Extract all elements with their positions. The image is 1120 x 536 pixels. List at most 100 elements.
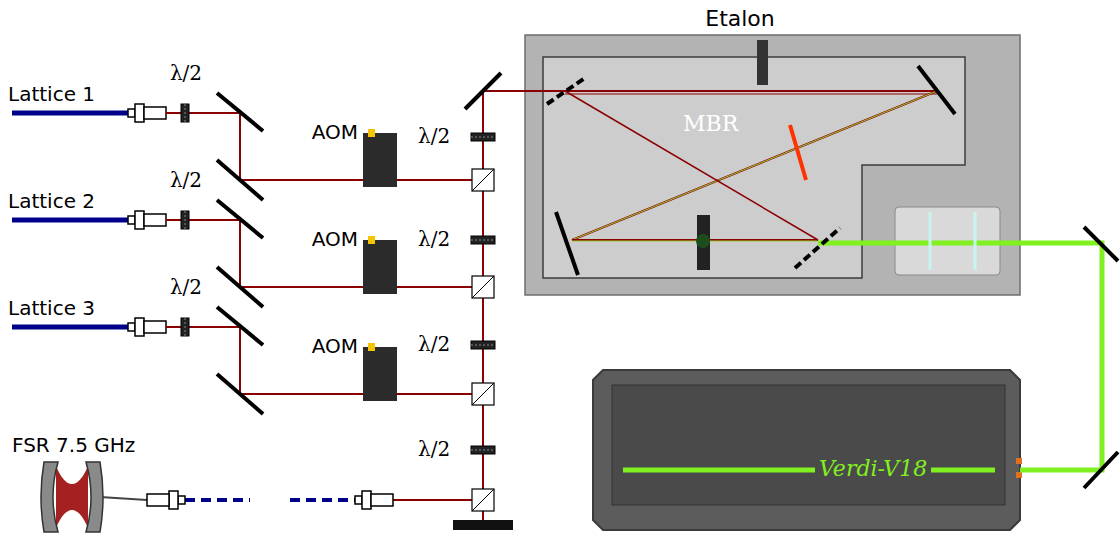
half-wave-plate-hatch <box>185 211 186 229</box>
text-holder: Verdi-V18 <box>815 456 931 481</box>
beam-splitter-diagonal <box>472 169 494 191</box>
rf-connector <box>368 129 375 137</box>
laser-beam <box>239 220 241 287</box>
laser-beam-connector <box>1020 243 1102 470</box>
waveplate-label: λ/2 <box>418 333 450 356</box>
pump-beam <box>818 241 1020 246</box>
label-holder: Lattice 2 <box>8 190 95 213</box>
pump-laser-box: Verdi-V18 <box>593 370 1020 530</box>
half-wave-plate <box>471 236 495 244</box>
node-label: AOM <box>312 228 358 251</box>
cavity-plate <box>543 57 965 278</box>
rf-connector <box>368 236 375 244</box>
half-wave-plate <box>471 133 495 141</box>
half-wave-plate-hatch <box>471 137 495 138</box>
output-port <box>1016 458 1022 464</box>
aom-box: AOM <box>363 133 397 187</box>
optical-fiber <box>12 325 128 330</box>
aom-body <box>363 347 397 401</box>
waveplate-housing <box>895 207 1000 275</box>
node-label: AOM <box>312 121 358 144</box>
label-holder: Lattice 3 <box>8 297 95 320</box>
fiber-collimator <box>147 494 169 506</box>
laser-beam <box>239 327 241 394</box>
fiber-collimator <box>169 491 178 509</box>
laser-beam <box>525 90 565 92</box>
polarizing-beam-splitter <box>472 169 494 191</box>
fiber-collimator <box>128 323 135 331</box>
etalon <box>757 40 768 85</box>
aom-body <box>363 240 397 294</box>
label-holder: λ/2 <box>418 125 450 148</box>
laser-beam-connector <box>397 91 525 394</box>
half-wave-plate <box>181 211 189 229</box>
mirror <box>217 93 263 131</box>
mirror <box>1084 227 1118 261</box>
waveplate-label: λ/2 <box>418 125 450 148</box>
crystal <box>696 234 710 248</box>
fiber-collimator <box>144 321 166 333</box>
fiber-collimator <box>355 496 362 504</box>
fiber-collimator <box>128 109 135 117</box>
label-holder: Lattice 1 <box>8 83 95 106</box>
mirror <box>217 200 263 238</box>
waveplate-label: λ/2 <box>418 438 450 461</box>
fiber-collimator <box>128 216 135 224</box>
label-holder: FSR 7.5 GHz <box>12 434 135 457</box>
waveplate-label: λ/2 <box>170 276 202 299</box>
laser-beam <box>240 393 363 395</box>
label-holder: Etalon <box>705 6 775 31</box>
label-holder: λ/2 <box>170 62 202 85</box>
label-holder: λ/2 <box>418 438 450 461</box>
fiber-label: Lattice 1 <box>8 83 95 106</box>
mirror <box>1084 452 1118 488</box>
label-holder: λ/2 <box>170 169 202 192</box>
wave-plate <box>929 212 932 270</box>
laser-beam <box>565 94 937 95</box>
cavity-label: FSR 7.5 GHz <box>12 434 135 457</box>
mirror <box>217 307 263 345</box>
fiber-collimator <box>362 491 371 509</box>
pump-beam <box>572 241 818 242</box>
pump-laser-body <box>593 370 1020 530</box>
laser-beam <box>240 286 363 288</box>
output-port <box>1016 472 1022 478</box>
label-holder: λ/2 <box>418 333 450 356</box>
laser-beam <box>239 113 241 180</box>
fiber-collimator <box>144 214 166 226</box>
half-wave-plate-hatch <box>185 104 186 122</box>
node-outline <box>593 370 1020 530</box>
cavity-mirror <box>41 462 58 532</box>
laser-beam <box>166 219 240 221</box>
beam-dump <box>453 520 513 530</box>
half-wave-plate <box>181 104 189 122</box>
polarizing-beam-splitter <box>472 489 494 511</box>
aom-box: AOM <box>363 240 397 294</box>
fiber-label: Lattice 3 <box>8 297 95 320</box>
node-label: Verdi-V18 <box>815 456 931 481</box>
optical-fiber <box>12 218 128 223</box>
waveplate-label: λ/2 <box>418 228 450 251</box>
fiber-collimator <box>135 211 144 229</box>
mirror <box>217 267 263 307</box>
mirror <box>217 374 263 414</box>
fiber-collimator <box>135 104 144 122</box>
polarizing-beam-splitter <box>472 383 494 405</box>
aom-box: AOM <box>363 347 397 401</box>
laser-beam <box>166 326 240 328</box>
optical-fiber <box>290 498 355 502</box>
text-holder: AOM <box>312 228 358 251</box>
component-label: Etalon <box>705 6 775 31</box>
beam-splitter-diagonal <box>472 489 494 511</box>
node-outline <box>363 240 397 294</box>
crystal-mount <box>697 215 710 270</box>
node-outline <box>525 35 1020 295</box>
text-holder: AOM <box>312 121 358 144</box>
mirror <box>465 73 501 109</box>
laser-beam-connector <box>397 91 525 287</box>
laser-beam-connector <box>397 91 525 180</box>
aom-body <box>363 133 397 187</box>
fiber-label: Lattice 2 <box>8 190 95 213</box>
